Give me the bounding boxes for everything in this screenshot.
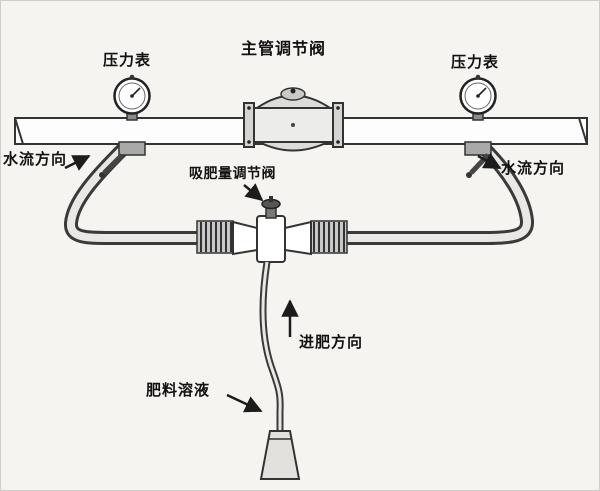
main-valve-label: 主管调节阀: [241, 39, 327, 58]
pressure-gauge-left: [113, 74, 151, 121]
bypass-pipe-right: [345, 144, 534, 245]
suction-tube: [259, 261, 284, 431]
suction-valve-label: 吸肥量调节阀: [189, 166, 276, 182]
water-flow-left-arrow: [64, 154, 91, 171]
water-flow-right-label: 水流方向: [501, 159, 566, 177]
ribbed-coupler-left: [196, 220, 234, 254]
pressure-gauge-left-label: 压力表: [103, 51, 152, 69]
suction-valve: [261, 196, 281, 219]
takeoff-fitting-right: [464, 141, 492, 178]
suction-filter: [259, 430, 301, 480]
takeoff-fitting-left: [99, 141, 146, 178]
water-flow-right-arrow: [477, 152, 502, 170]
pressure-gauge-right: [459, 74, 497, 121]
suction-valve-leader-arrow: [243, 183, 264, 202]
main-valve: [243, 87, 344, 152]
bypass-pipe-left: [64, 144, 199, 245]
fertilizer-solution-arrow: [226, 393, 263, 413]
pressure-gauge-right-label: 压力表: [451, 53, 500, 71]
water-flow-left-label: 水流方向: [3, 150, 68, 168]
fertilizer-solution-label: 肥料溶液: [146, 381, 211, 399]
ribbed-coupler-right: [310, 220, 348, 254]
fertilizer-direction-label: 进肥方向: [299, 333, 364, 351]
venturi-injector: [196, 196, 348, 263]
